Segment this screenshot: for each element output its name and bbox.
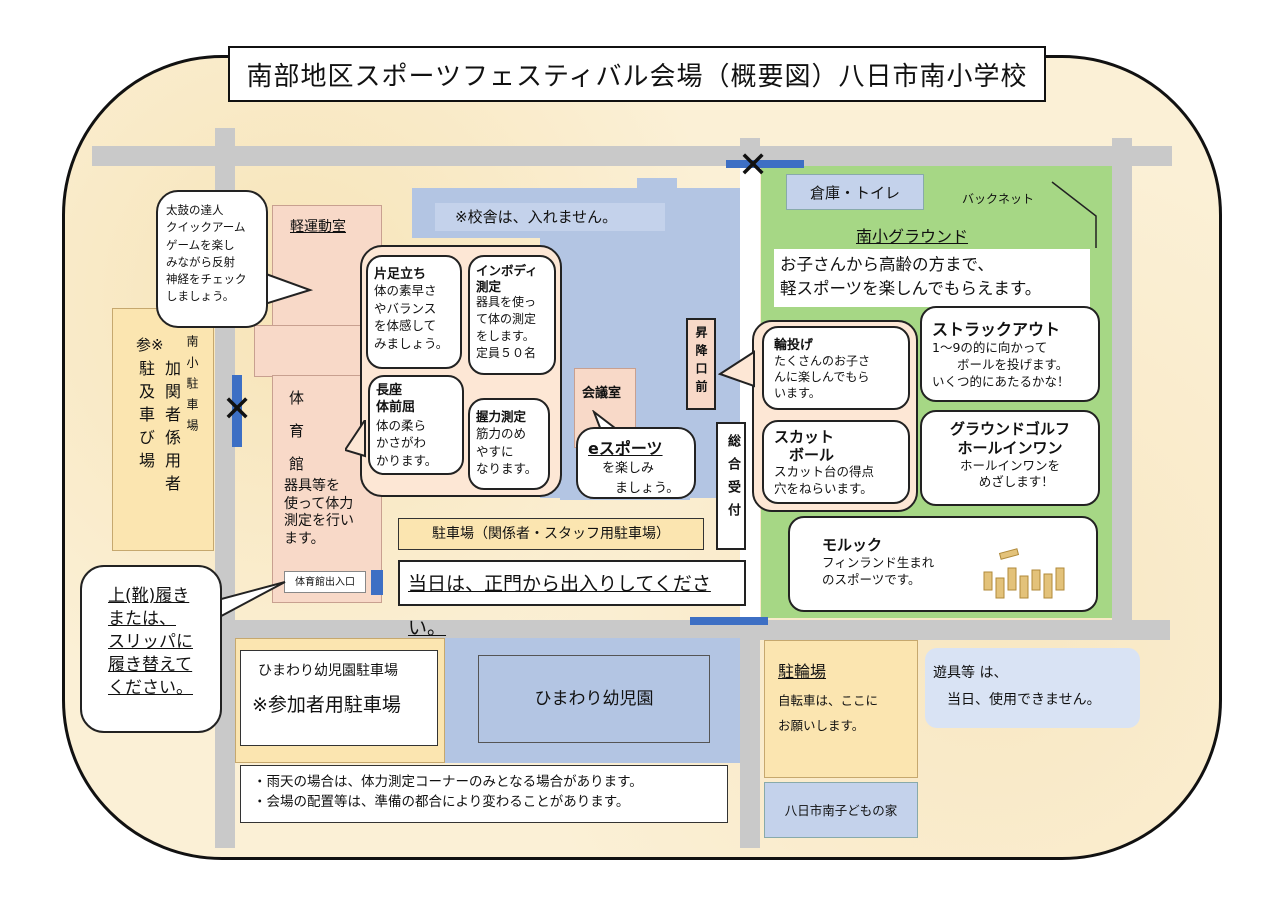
shokoguchi bbox=[686, 318, 716, 410]
ground-golf-card: グラウンドゴルフ ホールインワン ホールインワンを めざします！ bbox=[920, 410, 1100, 506]
kataashi-title: 片足立ち bbox=[374, 267, 427, 282]
ground-name: 南小グラウンド bbox=[856, 227, 969, 246]
choza-title: 長座 体前屈 bbox=[376, 383, 416, 415]
molkky-card: モルック フィンランド生まれ のスポーツです。 bbox=[788, 516, 1098, 612]
struck-out-body: 1～9の的に向かって ボールを投げます。 いくつ的にあたるかな！ bbox=[932, 340, 1070, 389]
souko-toilet: 倉庫・トイレ bbox=[786, 174, 924, 210]
molkky-body: フィンランド生まれ のスポーツです。 bbox=[822, 555, 935, 587]
struck-out-title: ストラックアウト bbox=[932, 320, 1061, 339]
ground-description: お子さんから高齢の方まで、 軽スポーツを楽しんでもらえます。 bbox=[774, 249, 1090, 307]
road-south bbox=[215, 620, 1170, 640]
inbody-body: 器具を使っ て体の測定 をします。 定員５０名 bbox=[476, 295, 537, 360]
taiko-bubble-tail bbox=[255, 268, 314, 309]
akuryoku-card: 握力測定 筋力のめ やすに なります。 bbox=[468, 398, 550, 490]
wanage-card: 輪投げ たくさんのお子さ んに楽しんでもら います。 bbox=[762, 326, 910, 410]
main-gate-marker bbox=[690, 617, 768, 625]
scat-ball-body: スカット台の得点 穴をねらいます。 bbox=[774, 464, 875, 496]
inbody-card: インボディ 測定 器具を使っ て体の測定 をします。 定員５０名 bbox=[468, 255, 556, 375]
struck-out-card: ストラックアウト 1～9の的に向かって ボールを投げます。 いくつ的にあたるかな… bbox=[920, 306, 1100, 402]
kosha-note: ※校舎は、入れません。 bbox=[435, 203, 665, 231]
molkky-title: モルック bbox=[822, 536, 883, 554]
bicycle-title: 駐輪場 bbox=[778, 662, 827, 681]
choza-card: 長座 体前屈 体の柔ら かさがわ かります。 bbox=[368, 375, 464, 475]
playground-note: 遊具等 は、 当日、使用できません。 bbox=[925, 648, 1140, 728]
karuundo-label: 軽運動室 bbox=[290, 219, 346, 235]
closed-north-x: ✕ bbox=[738, 145, 769, 186]
esports-card: eスポーツ を楽しみ ましょう。 bbox=[576, 427, 696, 499]
sogo-uketsuke bbox=[716, 422, 746, 550]
sogo-uketsuke-label: 総合受付 bbox=[725, 434, 740, 526]
ground-golf-body: ホールインワンを めざします！ bbox=[959, 457, 1060, 490]
gym-label: 体育館 bbox=[287, 390, 305, 489]
closed-west-bar bbox=[232, 375, 242, 447]
notes-box: ・雨天の場合は、体力測定コーナーのみとなる場合があります。 ・会場の配置等は、準… bbox=[240, 765, 728, 823]
ground-golf-title: グラウンドゴルフ ホールインワン bbox=[949, 420, 1070, 457]
note-line: ・会場の配置等は、準備の都合により変わることがあります。 bbox=[253, 794, 630, 811]
closed-west-x: ✕ bbox=[222, 389, 253, 430]
minami-parking-label: 南小駐車場 bbox=[185, 335, 199, 440]
participant-parking bbox=[112, 308, 214, 551]
backnet-line bbox=[1051, 181, 1097, 248]
shoes-note: 上(靴)履き または、 スリッパに 履き替えて ください。 bbox=[80, 565, 222, 733]
closed-north-bar bbox=[726, 160, 804, 168]
akuryoku-title: 握力測定 bbox=[476, 409, 527, 424]
himawari-parking-name: ひまわり幼児園駐車場 bbox=[258, 663, 398, 679]
note-line: ・雨天の場合は、体力測定コーナーのみとなる場合があります。 bbox=[253, 774, 643, 790]
gym-door-marker bbox=[371, 570, 383, 595]
bicycle-body: 自転車は、ここに お願いします。 bbox=[778, 693, 879, 733]
esports-body: を楽しみ ましょう。 bbox=[602, 461, 680, 496]
bicycle-parking bbox=[764, 640, 918, 778]
kodomo-house: 八日市南子どもの家 bbox=[764, 782, 918, 838]
himawari-building: ひまわり幼児園 bbox=[478, 655, 710, 743]
wanage-title: 輪投げ bbox=[774, 338, 814, 353]
measurement-group-tail bbox=[345, 420, 366, 458]
kataashi-card: 片足立ち 体の素早さ やバランス を体感して みましょう。 bbox=[366, 255, 462, 369]
participant-parking-label: 加関者係用者駐及車び場 bbox=[136, 360, 181, 498]
kaigishitsu-label: 会議室 bbox=[582, 386, 622, 401]
gym-description: 器具等を 使って体力 測定を行い ます。 bbox=[284, 478, 354, 547]
shokoguchi-label: 昇降口前 bbox=[694, 326, 708, 398]
kataashi-body: 体の素早さ やバランス を体感して みましょう。 bbox=[374, 283, 449, 351]
himawari-parking-box bbox=[240, 650, 438, 746]
parking-prefix: 参※ bbox=[136, 336, 164, 354]
wanage-tail bbox=[718, 350, 755, 388]
choza-body: 体の柔ら かさがわ かります。 bbox=[376, 417, 438, 468]
inbody-title: インボディ 測定 bbox=[476, 263, 538, 294]
staff-parking: 駐車場（関係者・スタッフ用駐車場） bbox=[398, 518, 704, 550]
taiko-bubble: 太鼓の達人 クイックアーム ゲームを楽し みながら反射 神経をチェック しましょ… bbox=[156, 190, 268, 328]
himawari-parking-note: ※参加者用駐車場 bbox=[252, 694, 401, 716]
scat-ball-card: スカット ボール スカット台の得点 穴をねらいます。 bbox=[762, 420, 910, 504]
road-east bbox=[1112, 138, 1132, 638]
molkky-pins-icon bbox=[983, 548, 1065, 599]
wanage-body: たくさんのお子さ んに楽しんでもら います。 bbox=[774, 354, 871, 401]
main-gate-note: 当日は、正門から出入りしてください。 bbox=[398, 560, 746, 639]
scat-ball-title: スカット ボール bbox=[774, 428, 835, 464]
akuryoku-body: 筋力のめ やすに なります。 bbox=[476, 426, 538, 476]
page-title: 南部地区スポーツフェスティバル会場（概要図）八日市南小学校 bbox=[228, 46, 1046, 102]
shoes-bubble-tail bbox=[210, 581, 286, 624]
backnet-label: バックネット bbox=[962, 192, 1035, 206]
esports-title: eスポーツ bbox=[588, 439, 663, 458]
road-north bbox=[92, 146, 1172, 166]
gym-entrance: 体育館出入口 bbox=[284, 571, 366, 593]
